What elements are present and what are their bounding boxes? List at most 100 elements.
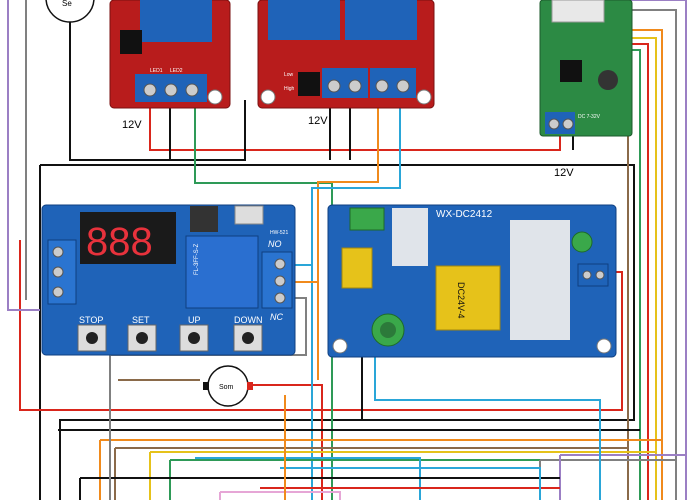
relay-middle-jumper — [298, 72, 320, 96]
wire-timer-nc — [109, 297, 307, 500]
buzzer-label: Som — [219, 384, 234, 391]
wire-blue-relay — [311, 100, 401, 500]
mounting-hole — [332, 338, 348, 354]
voltage-label-left: 12V — [122, 119, 142, 131]
timer-module: 888 FL-3FF-S-Z HW-521 NO NC STOP SET UP … — [41, 204, 296, 356]
timer-up-label: UP — [188, 315, 201, 325]
terminal-screw — [274, 292, 286, 304]
bus-brown — [114, 447, 628, 500]
power-output-terminal — [577, 263, 609, 287]
wire-black-frame — [39, 164, 635, 500]
timer-buttons: STOP SET UP DOWN — [77, 315, 263, 352]
wire-red-frame — [19, 240, 623, 411]
wire-blue-bottom — [280, 467, 541, 500]
button-cap — [86, 332, 98, 344]
bus-yellow — [149, 451, 656, 500]
power-heatsink-left — [392, 208, 428, 266]
bus-orange — [99, 439, 662, 500]
power-title-bg — [430, 206, 510, 220]
receiver-wifi-chip — [551, 0, 605, 23]
power-chip-label: DC24V-4 — [456, 282, 466, 319]
terminal-screw — [348, 79, 362, 93]
buzzer-pin-pos — [247, 382, 253, 390]
relay-middle-high: High — [284, 86, 295, 92]
button-cap — [188, 332, 200, 344]
voltage-label-right: 12V — [554, 167, 574, 179]
power-transformer — [435, 265, 501, 331]
timer-relay-text: FL-3FF-S-Z — [194, 243, 200, 275]
bus-pink — [219, 491, 341, 500]
terminal-screw — [52, 286, 64, 298]
mounting-hole — [260, 89, 276, 105]
timer-display-digits: 888 — [86, 220, 153, 264]
power-title: WX-DC2412 — [436, 209, 493, 220]
relay-left-module: LED1 LED2 — [109, 0, 231, 109]
relay-left-relay — [140, 0, 212, 42]
power-fuse-block — [341, 247, 373, 289]
timer-display — [80, 212, 176, 264]
power-module: WX-DC2412 DC24V-4 — [327, 204, 617, 358]
terminal-screw — [327, 79, 341, 93]
wire-black-left-top — [69, 15, 246, 161]
timer-model: HW-521 — [270, 230, 288, 236]
terminal-screw — [274, 258, 286, 270]
sensor-label: Se — [62, 0, 72, 8]
timer-relay — [185, 235, 259, 309]
bus-black-2 — [79, 477, 560, 500]
timer-regulator — [190, 206, 218, 232]
button-cap — [242, 332, 254, 344]
relay-middle-module: Low High — [257, 0, 435, 109]
sensor-circle — [45, 0, 95, 23]
terminal-screw — [185, 83, 199, 97]
wire-purple-left — [7, 0, 40, 311]
terminal-screw — [274, 275, 286, 287]
wire-purple-right — [600, 0, 687, 500]
terminal-screw — [562, 118, 574, 130]
terminal-screw — [52, 266, 64, 278]
terminal-screw — [375, 79, 389, 93]
relay-left-jumper — [120, 30, 142, 54]
wire-red-top — [149, 105, 561, 151]
power-capacitor-small — [571, 231, 593, 253]
relay-middle-relay2 — [345, 0, 417, 40]
mounting-hole — [416, 89, 432, 105]
timer-usb-port — [234, 205, 264, 225]
receiver-input-label: DC 7-32V — [578, 114, 601, 120]
terminal-screw — [582, 270, 592, 280]
mounting-hole — [207, 89, 223, 105]
terminal-screw — [143, 83, 157, 97]
terminal-screw — [52, 246, 64, 258]
receiver-coil — [560, 60, 582, 82]
receiver-capacitor — [598, 70, 618, 90]
power-capacitor-top — [380, 322, 396, 338]
relay-middle-low: Low — [284, 72, 294, 78]
terminal-screw — [164, 83, 178, 97]
wire-red-buzzer — [250, 384, 323, 500]
terminal-screw — [396, 79, 410, 93]
bus-purple — [559, 454, 686, 500]
timer-nc-label: NC — [270, 312, 283, 322]
buzzer: Som — [203, 365, 253, 407]
receiver-board — [539, 0, 633, 137]
receiver-module: DC 7-32V — [539, 0, 633, 137]
bus-green — [169, 459, 640, 500]
power-input-terminal — [349, 207, 385, 231]
timer-down-label: DOWN — [234, 315, 263, 325]
buzzer-pin-neg — [203, 382, 209, 390]
mounting-hole — [596, 338, 612, 354]
timer-set-label: SET — [132, 315, 150, 325]
voltage-label-middle: 12V — [308, 115, 328, 127]
terminal-screw — [548, 118, 560, 130]
sensor: Se — [45, 0, 95, 23]
relay-left-led1: LED1 — [150, 68, 163, 74]
bus-blue — [195, 457, 421, 500]
timer-stop-button[interactable] — [77, 324, 107, 352]
power-heatsink-right — [510, 220, 570, 340]
timer-no-label: NO — [268, 239, 282, 249]
relay-left-led2: LED2 — [170, 68, 183, 74]
relay-middle-relay1 — [268, 0, 340, 40]
timer-stop-label: STOP — [79, 315, 103, 325]
button-cap — [136, 332, 148, 344]
